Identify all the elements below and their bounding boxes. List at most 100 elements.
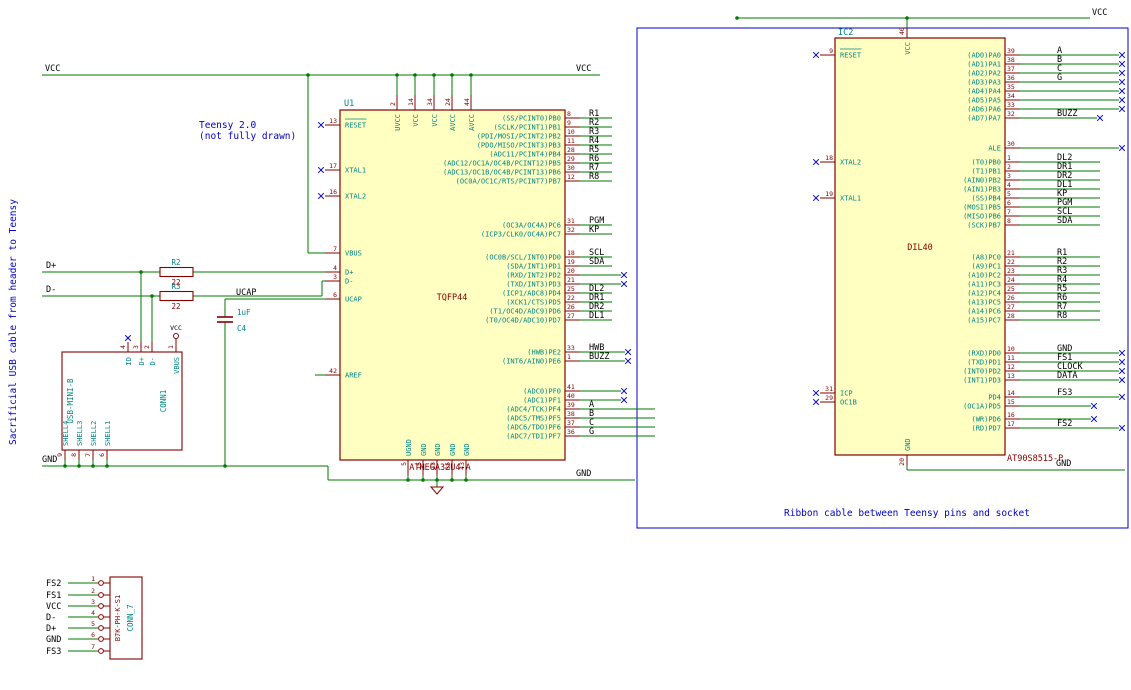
conn7-ref[interactable]: CONN_7 — [126, 604, 135, 631]
net-label[interactable]: R6 — [1057, 293, 1067, 303]
net-label[interactable]: D- — [46, 613, 56, 623]
net-label-dplus[interactable]: D+ — [46, 261, 56, 271]
net-label[interactable]: R2 — [589, 118, 599, 128]
net-label[interactable]: PGM — [1057, 198, 1072, 208]
r2-body[interactable] — [159, 266, 194, 278]
conn1-ref[interactable]: CONN1 — [159, 390, 168, 413]
net-label[interactable]: DR1 — [1057, 162, 1072, 172]
pin-number: 20 — [567, 267, 575, 275]
net-label-ucap[interactable]: UCAP — [236, 288, 256, 298]
net-label[interactable]: R8 — [1057, 311, 1067, 321]
pin-number: 1 — [567, 353, 571, 361]
pin-name: (A10)PC2 — [967, 272, 1001, 280]
ic2-body[interactable] — [834, 37, 1006, 456]
junction-dot — [406, 478, 410, 482]
net-label[interactable]: FS3 — [1057, 388, 1072, 398]
junction-dot — [413, 73, 417, 77]
net-label[interactable]: SDA — [1057, 216, 1072, 226]
ic2-ref[interactable]: IC2 — [838, 28, 853, 38]
net-label-vcc-ic2[interactable]: VCC — [1092, 8, 1107, 18]
net-label-gnd-right[interactable]: GND — [576, 469, 591, 479]
net-label-vcc-left[interactable]: VCC — [45, 64, 60, 74]
net-label[interactable]: A — [589, 400, 594, 410]
net-label[interactable]: FS1 — [1057, 353, 1072, 363]
net-label[interactable]: C — [1057, 64, 1062, 74]
pin-number: 35 — [1007, 83, 1015, 91]
net-label[interactable]: DR1 — [589, 293, 604, 303]
note-ribbon: Ribbon cable between Teensy pins and soc… — [784, 508, 1030, 519]
net-label[interactable]: R4 — [1057, 275, 1067, 285]
net-label[interactable]: PGM — [589, 216, 604, 226]
net-label[interactable]: DL1 — [1057, 180, 1072, 190]
sheet-border — [636, 27, 1129, 529]
pin-number: 17 — [329, 162, 337, 170]
net-label[interactable]: BUZZ — [589, 352, 609, 362]
net-label[interactable]: SCL — [589, 248, 604, 258]
net-label[interactable]: DL1 — [589, 311, 604, 321]
net-label[interactable]: B — [589, 409, 594, 419]
net-label[interactable]: R3 — [1057, 266, 1067, 276]
net-label[interactable]: FS1 — [46, 591, 61, 601]
conn1-body[interactable] — [61, 351, 183, 451]
net-label[interactable]: B — [1057, 55, 1062, 65]
net-label[interactable]: R5 — [589, 145, 599, 155]
net-label[interactable]: R8 — [589, 172, 599, 182]
net-label[interactable]: C — [589, 418, 594, 428]
pin-name: (ADC13/OC1B/OC4B/PCINT13)PB6 — [443, 169, 561, 177]
net-label[interactable]: R3 — [589, 127, 599, 137]
no-connect-icon — [1118, 60, 1126, 68]
net-label[interactable]: SDA — [589, 257, 604, 267]
net-label-dminus[interactable]: D- — [46, 285, 56, 295]
net-label[interactable]: R1 — [589, 109, 599, 119]
net-label[interactable]: BUZZ — [1057, 109, 1077, 119]
net-label-vcc-right[interactable]: VCC — [576, 64, 591, 74]
pin-number: 33 — [1007, 101, 1015, 109]
net-label[interactable]: R6 — [589, 154, 599, 164]
pin-number: 2 — [143, 345, 151, 349]
pin-circle — [98, 603, 104, 609]
net-label[interactable]: R4 — [589, 136, 599, 146]
net-label[interactable]: R1 — [1057, 248, 1067, 258]
pin-name: (MOSI)PB5 — [963, 204, 1001, 212]
net-label[interactable]: DR2 — [1057, 171, 1072, 181]
u1-ref[interactable]: U1 — [344, 99, 354, 109]
net-label[interactable]: R5 — [1057, 284, 1067, 294]
pin-name: (A9)PC1 — [971, 263, 1001, 271]
pin-number: 30 — [1007, 140, 1015, 148]
pin-number: 34 — [426, 98, 434, 106]
net-label-gnd-ic2[interactable]: GND — [1056, 459, 1071, 469]
pin-name: (ADC0)PF0 — [523, 388, 561, 396]
net-label[interactable]: DATA — [1057, 371, 1077, 381]
net-label[interactable]: D+ — [46, 624, 56, 634]
net-label[interactable]: R7 — [1057, 302, 1067, 312]
u1-body[interactable] — [339, 109, 566, 461]
net-label[interactable]: VCC — [46, 602, 61, 612]
pin-number: 18 — [567, 249, 575, 257]
conn7-body[interactable] — [109, 576, 143, 660]
net-label[interactable]: KP — [1057, 189, 1067, 199]
net-label[interactable]: KP — [589, 225, 599, 235]
net-label[interactable]: A — [1057, 46, 1062, 56]
net-label[interactable]: G — [589, 427, 594, 437]
net-label[interactable]: DR2 — [589, 302, 604, 312]
pin-number: 15 — [415, 462, 423, 470]
r3-body[interactable] — [159, 290, 194, 302]
net-label[interactable]: DL2 — [589, 284, 604, 294]
net-label[interactable]: FS3 — [46, 647, 61, 657]
net-label[interactable]: GND — [46, 635, 61, 645]
net-label[interactable]: FS2 — [1057, 419, 1072, 429]
net-label[interactable]: FS2 — [46, 579, 61, 589]
net-label[interactable]: SCL — [1057, 207, 1072, 217]
net-label-gnd-left[interactable]: GND — [42, 455, 57, 465]
pin-name: (T0)PB0 — [971, 159, 1001, 167]
net-label[interactable]: G — [1057, 73, 1062, 83]
net-label[interactable]: R2 — [1057, 257, 1067, 267]
junction-dot — [306, 73, 310, 77]
net-label[interactable]: R7 — [589, 163, 599, 173]
net-label[interactable]: DL2 — [1057, 153, 1072, 163]
pin-name: (OC0A/OC1C/RTS/PCINT7)PB7 — [456, 178, 561, 186]
net-label[interactable]: CLOCK — [1057, 362, 1083, 372]
pin-name: (A15)PC7 — [967, 317, 1001, 325]
net-label[interactable]: HWB — [589, 343, 604, 353]
net-label[interactable]: GND — [1057, 344, 1072, 354]
